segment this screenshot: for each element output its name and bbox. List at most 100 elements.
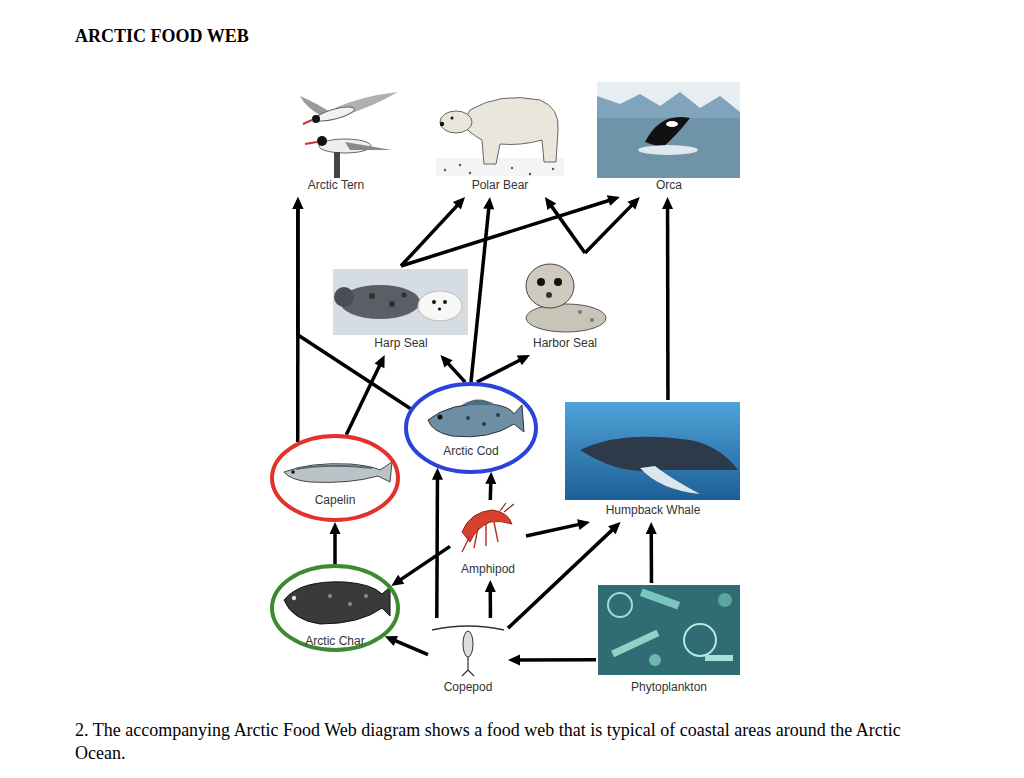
phytoplankton-picture (598, 585, 740, 675)
feeding-arrow (391, 546, 450, 586)
arrow-line (394, 640, 428, 654)
arrow-line (400, 546, 450, 580)
arrow-head (517, 355, 530, 365)
seal-spot (402, 293, 407, 298)
arrow-head (453, 197, 465, 210)
bear-eye (451, 117, 454, 120)
harp-seal-picture (333, 269, 468, 335)
arrow-head (330, 522, 341, 534)
diagram-title: ARCTIC FOOD WEB (75, 26, 249, 47)
feeding-arrow (440, 355, 465, 382)
arrow-line (346, 364, 380, 435)
organism-node: Amphipod (450, 500, 526, 580)
snow-speck (511, 167, 513, 169)
node-label: Copepod (444, 680, 493, 694)
seal-spot (369, 293, 375, 299)
organism-node: Polar Bear (432, 78, 568, 197)
photo-water (597, 118, 740, 178)
arrow-head (577, 519, 590, 530)
feeding-arrow (477, 355, 530, 382)
polar-bear-picture (436, 98, 564, 176)
feeding-arrow (485, 472, 496, 500)
tern-cap (317, 136, 327, 146)
humpback-picture (565, 402, 740, 500)
diagram-caption: 2. The accompanying Arctic Food Web diag… (75, 719, 905, 765)
arrow-head (440, 355, 452, 368)
arrow-line (551, 205, 585, 253)
amphipod-picture (462, 503, 514, 552)
diatom-cell (718, 593, 732, 607)
arrow-line (518, 658, 596, 662)
arrow-line (489, 590, 493, 618)
arrow-head (627, 197, 639, 209)
arrow-head (385, 636, 398, 646)
copepod-antenna (432, 626, 504, 630)
cod-spot (482, 422, 486, 426)
feeding-arrow (585, 197, 640, 253)
arrow-head (432, 468, 443, 480)
orca-body (645, 117, 690, 148)
arrow-line (298, 207, 410, 409)
pup-nose (438, 307, 441, 310)
circled-node: Arctic Char (270, 564, 400, 652)
arrow-line (435, 478, 439, 618)
node-label: Polar Bear (472, 178, 529, 192)
organism-node: Phytoplankton (596, 583, 742, 696)
char-picture (284, 582, 390, 624)
feeding-arrow (432, 468, 443, 618)
organism-node: Harbor Seal (515, 253, 615, 355)
cod-eye (438, 415, 443, 420)
bear-nose (440, 122, 444, 126)
pup-eye (443, 300, 447, 304)
circle-outline (272, 436, 398, 520)
circle-outline (272, 566, 398, 650)
tern-wing (345, 142, 392, 150)
char-spot (328, 594, 332, 598)
arrow-head (608, 522, 621, 534)
tern-cap (312, 115, 320, 123)
arrow-head (391, 575, 404, 586)
feeding-arrow (646, 522, 657, 583)
arrow-head (508, 655, 520, 666)
diatom-cell (684, 624, 716, 656)
copepod-picture (432, 626, 504, 676)
capelin-body (284, 462, 392, 482)
seal-pup (418, 291, 462, 321)
node-label: Phytoplankton (631, 680, 707, 694)
arrow-line (526, 524, 580, 536)
feeding-arrow (508, 522, 621, 628)
seal-spot (389, 301, 395, 307)
seal-head (334, 287, 354, 307)
copepod-body (463, 631, 473, 657)
feeding-arrow (662, 197, 673, 400)
diatom-cell (608, 593, 632, 617)
node-label: Harp Seal (374, 336, 427, 350)
arrow-line (666, 207, 670, 400)
organism-node: Humpback Whale (563, 400, 743, 522)
arrow-line (471, 207, 489, 382)
snow-speck (459, 164, 461, 166)
seal-head (526, 264, 574, 308)
node-label: Humpback Whale (606, 503, 701, 517)
photo-sky (597, 82, 740, 178)
arrow-head (646, 522, 657, 534)
arrow-line (447, 362, 465, 382)
feeding-arrow (471, 197, 494, 382)
tern-beak (305, 142, 317, 144)
photo-sea (565, 402, 740, 500)
feeding-arrow (292, 197, 410, 409)
arrow-line (477, 360, 521, 383)
arrow-head (292, 197, 303, 209)
arrow-head (292, 197, 303, 209)
arrow-head (485, 580, 496, 592)
node-label: Arctic Cod (443, 444, 498, 458)
arrow-line (333, 532, 337, 564)
seal-spot (590, 318, 594, 322)
arrow-head (483, 197, 494, 209)
snow-speck (444, 169, 446, 171)
arrow-head (485, 472, 496, 484)
organism-node: Arctic Tern (268, 85, 404, 197)
capelin-picture (284, 462, 392, 482)
snow-speck (469, 172, 471, 174)
orca-picture (597, 82, 740, 178)
